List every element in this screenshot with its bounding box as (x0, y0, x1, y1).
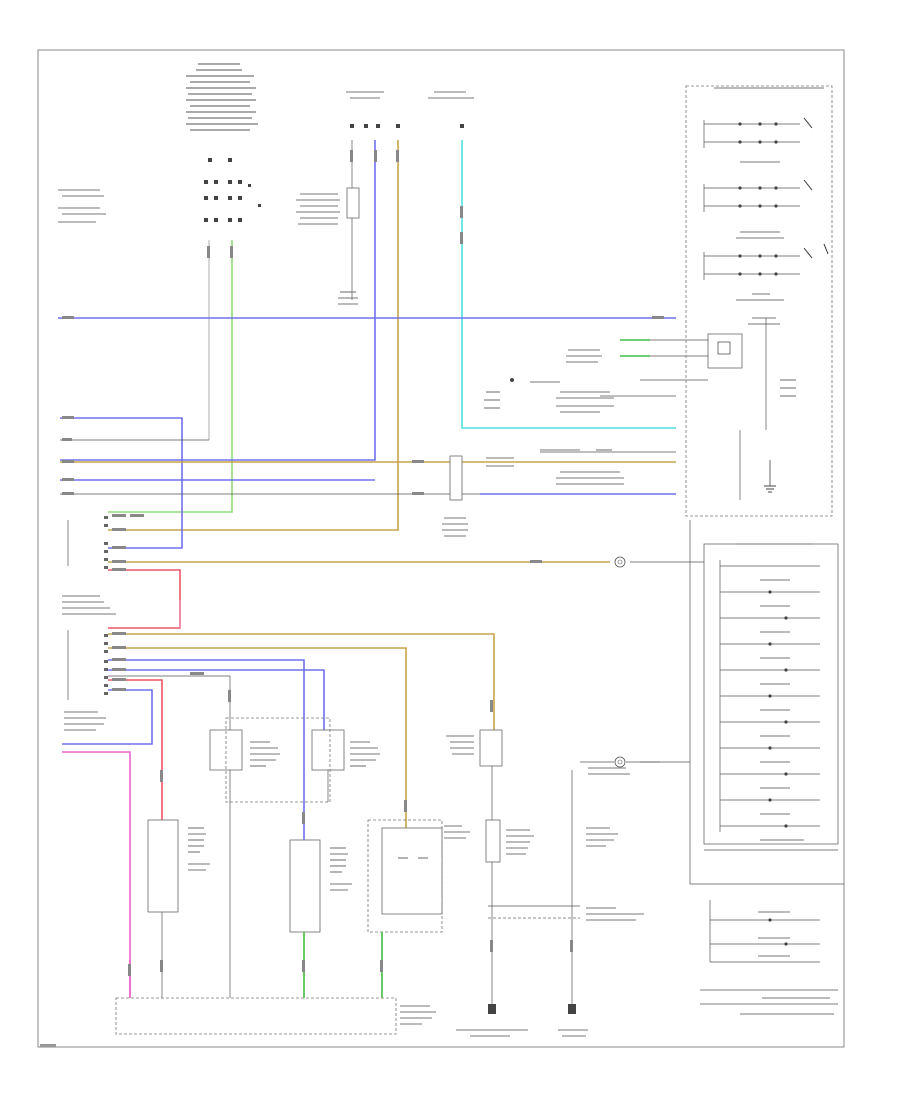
steering-switch-assembly (685, 85, 833, 517)
amplifier-small-box (479, 729, 503, 767)
bottom-labels (456, 1029, 588, 1037)
inline-connector-audio (346, 187, 360, 219)
wire-red-lower (108, 679, 163, 820)
ground-point-mid (510, 378, 514, 382)
left-junction-pins (104, 516, 108, 695)
bottom-connector-label (586, 907, 644, 921)
top-left-connector (204, 158, 261, 222)
ground-icon-bottom-2 (568, 1004, 576, 1014)
page-mark (40, 1044, 56, 1047)
left-junction-label-2 (64, 711, 106, 731)
audio-ground-label (338, 291, 358, 305)
wire-green-top (108, 240, 233, 513)
wire-tan-lower-2 (108, 647, 407, 830)
junction-label-left (296, 193, 340, 225)
tweeter-left-label (250, 741, 280, 767)
lower-right-switch-panel (700, 900, 838, 1005)
top-left-label-block (186, 63, 258, 131)
wire-tan-lower (108, 633, 495, 730)
wire-cyan-amp (461, 140, 676, 429)
amplifier-connector (460, 124, 464, 128)
bottom-harness-frame (115, 997, 397, 1035)
right-column-labels (586, 767, 630, 847)
wire-blue-lower-1 (108, 659, 305, 840)
bottom-harness-label (400, 1005, 436, 1025)
amplifier-small-label (446, 735, 474, 755)
switch-row-3 (703, 243, 829, 280)
radio-receiver-label (398, 825, 470, 859)
switch-row-1 (703, 117, 813, 148)
tweeter-right-box (311, 729, 345, 771)
tweeter-dashed-frame (225, 717, 331, 803)
switch-row-2 (703, 179, 813, 212)
wire-blue-left-loop (60, 417, 183, 549)
right-panel-labels (714, 87, 824, 397)
door-speaker-right (289, 839, 321, 933)
door-speaker-right-label (330, 847, 352, 891)
wire-tan-audio (108, 140, 399, 531)
wire-blue-lower-3 (62, 689, 153, 745)
audio-control-label (346, 91, 384, 99)
wire-red-loop (108, 569, 181, 629)
ground-icon (764, 460, 776, 493)
audio-switch-labels (736, 543, 812, 841)
amplifier-connector-label (506, 829, 534, 855)
left-junction-label-1 (62, 595, 116, 615)
ground-icon-bottom-1 (488, 1004, 496, 1014)
amplifier-connector-box (485, 819, 501, 863)
wire-pink-lower (62, 751, 131, 998)
steering-connector-labels (442, 449, 624, 537)
right-lower-frame (640, 520, 844, 885)
tweeter-right-label (350, 741, 380, 767)
speaker-icon (614, 756, 626, 768)
audio-switch-contacts (768, 590, 788, 828)
amplifier-label (428, 91, 474, 99)
door-speaker-left-label (188, 827, 210, 871)
diagram-frame (37, 49, 845, 1048)
mid-labels (484, 349, 614, 413)
wire-blue-audio (60, 140, 376, 461)
left-legend-block (58, 189, 106, 223)
radio-receiver-box (381, 827, 443, 915)
audio-control-connector (350, 124, 400, 128)
switch-cluster-mid (600, 333, 743, 397)
wire-color-tags (62, 150, 664, 976)
wire-blue-lower-2 (108, 669, 325, 730)
lower-right-labels (740, 911, 834, 1015)
door-speaker-left (147, 819, 179, 913)
connector-icon (614, 556, 626, 568)
inline-connector-steering (449, 455, 463, 501)
